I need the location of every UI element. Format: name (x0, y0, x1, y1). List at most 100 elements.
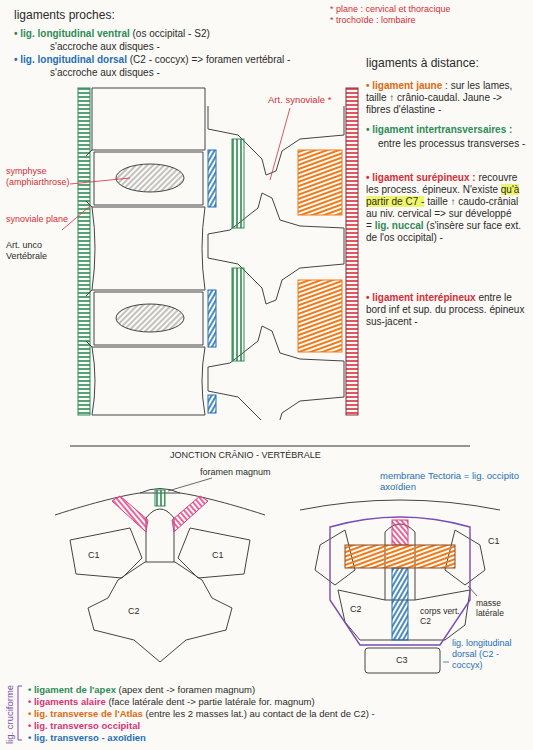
ligament-name: Art. synoviale * (268, 94, 331, 105)
text-line: • ligament jaune: sur les lames, taille … (366, 80, 528, 116)
note-text: s'accroche aux disques - (50, 41, 160, 52)
ligament-name: • ligament interépineux (366, 292, 476, 303)
ligament-name: • ligament jaune (366, 80, 442, 91)
transverse-occipital-band (392, 520, 408, 545)
ligament-name: • ligament de l'apex (28, 684, 116, 695)
note-text: C1 (212, 550, 224, 560)
ligament-name: • lig. transverse de l'Atlas (28, 708, 143, 719)
text-line: Art. synoviale * (268, 94, 348, 105)
note-text: C1 (488, 536, 500, 546)
note-text: Art. unco Vertébrale (6, 240, 47, 261)
text-line: • lig. transverse de l'Atlas(entre les 2… (28, 708, 528, 719)
text-line: • lig. transverso occipital (28, 720, 528, 731)
text-line: • ligament interépineuxentre le bord inf… (366, 292, 528, 328)
text-line: C3 (396, 655, 416, 666)
text-line: C2 (350, 604, 370, 615)
note-text: foramen magnum (200, 467, 271, 477)
leader-lines (62, 108, 290, 230)
text-line: C1 (88, 550, 108, 561)
apical-ligament (155, 490, 165, 506)
text-line: C2 (128, 606, 148, 617)
note-text: entre les processus transverses - (378, 138, 525, 149)
text-line: C1 (212, 550, 232, 561)
ligament-name: symphyse (amphiarthrose) (6, 166, 70, 187)
text-line: C1 (488, 536, 508, 547)
note-text: (apex dent -> foramen magnum) (119, 684, 256, 695)
ligament-name: • ligament surépineux : (366, 172, 476, 183)
note-text: (C2 - coccyx) => foramen vertébral - (130, 54, 291, 65)
bracket (18, 686, 22, 740)
interspinous-ligament (298, 150, 342, 215)
atlas-mass (70, 528, 142, 578)
ligament-name: lig. cruciforme (4, 685, 15, 744)
note-text: corps vert. C2 (420, 606, 460, 626)
note-text: ligaments à distance: (366, 56, 479, 70)
text-line: Art. unco Vertébrale (6, 240, 74, 262)
uncus (86, 150, 92, 347)
dens (146, 509, 174, 562)
posterior-arches (208, 106, 344, 420)
alar-ligament (172, 496, 208, 532)
ligament-name: • ligament intertransversaires : (366, 124, 512, 135)
text-line: ligaments proches: (14, 8, 214, 22)
text-line: masse latérale (476, 598, 530, 618)
ligament-name: • lig. longitudinal ventral (14, 28, 130, 39)
intervertebral-disc (94, 152, 203, 205)
posterior-longitudinal-ligament (208, 150, 216, 207)
text-line: • lig. longitudinal dorsal(C2 - coccyx) … (14, 54, 364, 66)
text-line: s'accroche aux disques - (50, 41, 310, 53)
vertebral-body (92, 88, 205, 150)
craniovertebral-view (55, 478, 265, 662)
text-line: • lig. transverso - axoïdien (28, 732, 528, 743)
note-text: C1 (88, 550, 100, 560)
note-text: (face latérale dent -> partie latérale f… (108, 696, 314, 707)
supraspinous-ligament (346, 88, 358, 415)
posterior-longitudinal-ligament (208, 395, 216, 413)
text-line: membrane Tectoria = lig. occipito axoïdi… (380, 470, 530, 493)
axis (88, 562, 232, 662)
transverse-ligament (345, 545, 455, 568)
intervertebral-disc (94, 292, 203, 345)
text-line: corps vert. C2 (420, 606, 460, 626)
note-text: (entre les 2 masses lat.) au contact de … (146, 708, 375, 719)
note-text: JONCTION CRÂNIO - VERTÉBRALE (170, 450, 321, 460)
text-line: • ligament de l'apex(apex dent -> forame… (28, 684, 528, 695)
text-line: lig. longitudinal dorsal(C2 - coccyx) (452, 638, 532, 670)
ligament-name: • lig. transverso occipital (28, 720, 140, 731)
text-line: * plane : cervical et thoracique (330, 4, 530, 15)
c3-vertebra (365, 648, 440, 673)
atlas-mass (178, 528, 250, 578)
ligament-name: lig. nuccal (375, 220, 424, 231)
note-text: C3 (396, 655, 408, 665)
vertebral-body (92, 207, 205, 290)
transverse-axoid-band (392, 568, 408, 640)
ligament-name: membrane Tectoria = lig. occipito axoïdi… (380, 470, 519, 492)
text-line: foramen magnum (200, 467, 310, 478)
vertebral-body (92, 347, 205, 415)
note-text: C2 (350, 604, 362, 614)
ligament-name: * plane : cervical et thoracique (330, 4, 451, 14)
text-line: ligaments à distance: (366, 56, 528, 70)
text-line: * trochoïde : lombaire (330, 15, 530, 26)
note-text: masse latérale (476, 598, 504, 618)
text-line: entre les processus transverses - (378, 138, 528, 150)
alar-ligament (112, 496, 148, 532)
text-line: • ligaments alaire(face latérale dent ->… (28, 696, 528, 707)
anterior-longitudinal-ligament (78, 88, 90, 415)
posterior-longitudinal-ligament (208, 290, 216, 347)
note-text: s'accroche aux disques - (50, 67, 160, 78)
ligament-name: • lig. transverso - axoïdien (28, 732, 146, 743)
intertransverse-ligament (232, 139, 244, 228)
section-divider (70, 446, 470, 447)
interspinous-ligament (298, 280, 342, 352)
text-line: symphyse (amphiarthrose) (6, 166, 74, 188)
note-text: C2 (128, 606, 140, 616)
intertransverse-ligament (232, 268, 244, 361)
ligament-name: • lig. longitudinal dorsal (14, 54, 127, 65)
text-line: s'accroche aux disques - (50, 67, 310, 79)
ligament-name: * trochoïde : lombaire (330, 15, 416, 25)
text-line: lig. cruciforme (4, 685, 15, 744)
ligament-name: • ligaments alaire (28, 696, 106, 707)
